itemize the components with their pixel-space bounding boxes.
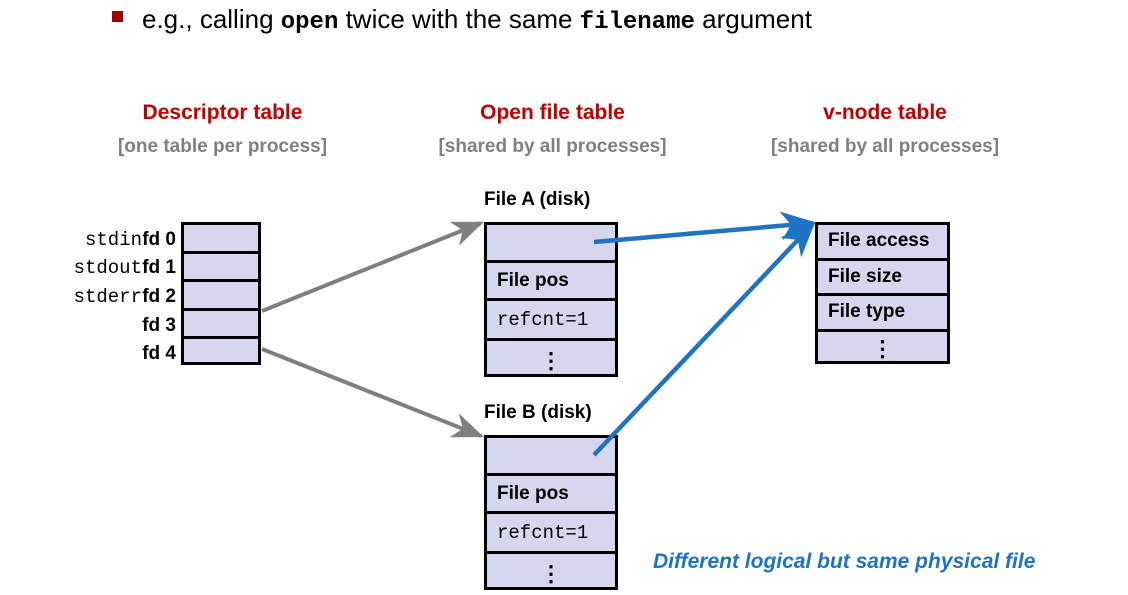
stream-label-stderr: stderr [73, 286, 142, 308]
stream-label-stdin: stdin [84, 229, 142, 251]
file-b-row-ellipsis: ⋮ [540, 560, 562, 586]
arrow-fd3-to-file-a [261, 221, 484, 313]
file-b-row-refcnt[interactable]: refcnt=1 [487, 514, 615, 554]
file-a-row-ellipsis: ⋮ [540, 347, 562, 373]
file-b-table: File pos refcnt=1 ⋮ [484, 435, 618, 590]
file-b-row-filepos[interactable]: File pos [487, 476, 615, 514]
descriptor-cell-fd3[interactable] [184, 311, 258, 340]
bullet-text-after: argument [694, 4, 812, 34]
vnode-row-file-type[interactable]: File type [818, 296, 947, 332]
file-b-row-blank[interactable] [487, 438, 615, 476]
fd-label-0: fd 0 [142, 229, 176, 250]
file-a-row-refcnt[interactable]: refcnt=1 [487, 301, 615, 341]
file-a-row-blank[interactable] [487, 225, 615, 263]
descriptor-table [181, 222, 261, 365]
vnode-row-file-access[interactable]: File access [818, 225, 947, 261]
bullet-code-filename: filename [579, 9, 695, 36]
bullet-code-open: open [280, 9, 339, 36]
bullet-text-before: e.g., calling [142, 4, 281, 34]
descriptor-cell-fd4[interactable] [184, 339, 258, 368]
subheading-vnode-table: [shared by all processes] [770, 136, 1000, 157]
vnode-row-ellipsis: ⋮ [871, 336, 894, 362]
descriptor-cell-fd0[interactable] [184, 225, 258, 254]
descriptor-cell-fd2[interactable] [184, 282, 258, 311]
vnode-row-file-size[interactable]: File size [818, 261, 947, 296]
fd-label-1: fd 1 [142, 257, 176, 278]
fd-label-2: fd 2 [142, 286, 176, 307]
bottom-note: Different logical but same physical file [653, 550, 1036, 573]
bullet-text-middle: twice with the same [338, 4, 580, 34]
heading-descriptor-table: Descriptor table [142, 101, 303, 124]
file-a-row-filepos[interactable]: File pos [487, 263, 615, 301]
descriptor-cell-fd1[interactable] [184, 254, 258, 283]
file-a-table: File pos refcnt=1 ⋮ [484, 222, 618, 377]
caption-file-b: File B (disk) [484, 402, 592, 423]
heading-vnode-table: v-node table [823, 101, 947, 124]
fd-label-3: fd 3 [142, 315, 176, 336]
subheading-open-file-table: [shared by all processes] [438, 136, 667, 157]
arrow-fd4-to-file-b [261, 347, 484, 438]
stream-label-stdout: stdout [73, 257, 142, 279]
square-bullet-icon [112, 11, 123, 22]
arrow-file-b-to-vnode [592, 221, 816, 457]
subheading-descriptor-table: [one table per process] [117, 136, 328, 157]
bullet-text: e.g., calling open twice with the same f… [142, 0, 812, 38]
caption-file-a: File A (disk) [484, 189, 591, 210]
arrow-file-a-to-vnode [593, 211, 817, 245]
vnode-table: File access File size File type ⋮ [815, 222, 950, 364]
fd-label-4: fd 4 [142, 343, 176, 364]
heading-open-file-table: Open file table [480, 101, 625, 124]
